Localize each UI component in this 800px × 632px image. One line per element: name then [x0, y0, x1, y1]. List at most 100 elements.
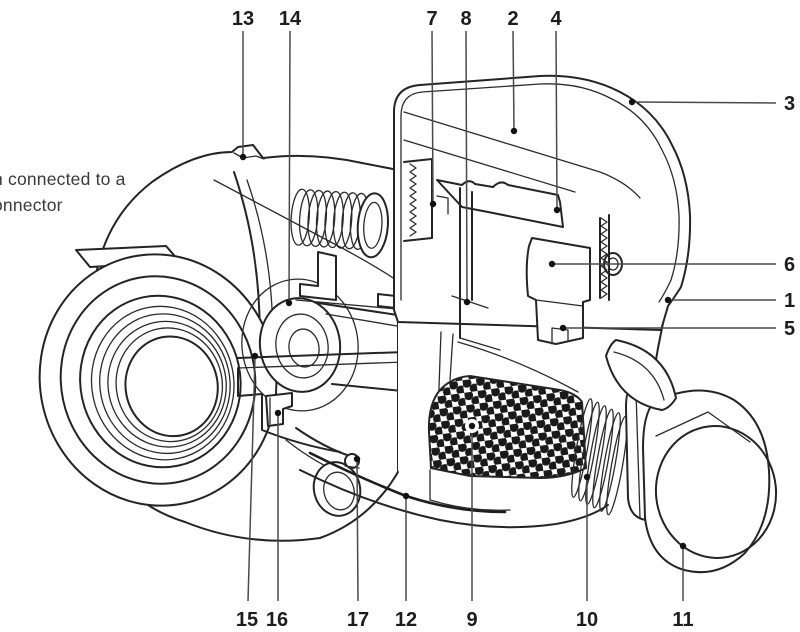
- leader-dot: [274, 409, 282, 417]
- housing-bottom-inner: [429, 469, 511, 511]
- drain-passage-upper: [295, 427, 351, 457]
- leader-dot: [553, 206, 561, 214]
- callout-8: 8: [460, 8, 472, 306]
- bore-opening-inner: [275, 313, 329, 379]
- spring-end-plate-inner: [363, 201, 383, 249]
- callout-3: 3: [628, 93, 795, 115]
- part-number-label: 17: [347, 609, 369, 631]
- leader-dot: [353, 455, 361, 463]
- part-number-label: 7: [426, 8, 437, 30]
- spring-coil: [315, 190, 336, 248]
- leader-dot: [463, 298, 471, 306]
- chamber-right-threads: [600, 217, 608, 299]
- part-number-label: 10: [576, 609, 598, 631]
- housing-ridge: [457, 341, 579, 393]
- spring-bracket-left: [299, 251, 337, 301]
- part-number-label: 3: [784, 93, 795, 115]
- callout-17: 17: [347, 455, 369, 631]
- bore-opening: [258, 297, 342, 393]
- part-number-label: 13: [232, 8, 254, 30]
- part-number-label: 9: [466, 609, 477, 631]
- thread-line: [578, 401, 600, 502]
- cap-inner-line: [400, 83, 680, 303]
- figure-note-line2: onnector: [0, 195, 63, 216]
- seat-bridge-hook: [436, 195, 449, 215]
- leader-line: [288, 30, 291, 302]
- cap-wall-section-top: [403, 111, 641, 199]
- leader-line: [512, 30, 515, 131]
- callout-11: 11: [672, 542, 694, 631]
- callout-7: 7: [426, 8, 438, 208]
- callout-14: 14: [279, 8, 302, 307]
- spring-coil: [307, 189, 328, 247]
- spring-coil: [332, 191, 353, 249]
- callout-1: 1: [664, 290, 795, 312]
- leader-dot: [510, 127, 518, 135]
- thread-line: [592, 408, 614, 509]
- chamber-left-threads: [409, 163, 417, 237]
- figure-note: n connected to a onnector: [0, 166, 126, 219]
- leader-dot: [679, 542, 687, 550]
- callout-10: 10: [576, 473, 598, 631]
- figure-note-line1: n connected to a: [0, 169, 126, 189]
- callout-9: 9: [465, 419, 479, 631]
- callout-4: 4: [550, 8, 562, 214]
- chamber-left-boss: [403, 158, 433, 242]
- inlet-thread-1: [90, 305, 235, 461]
- callout-12: 12: [395, 492, 417, 631]
- callout-15: 15: [236, 352, 259, 631]
- leader-dot: [251, 352, 259, 360]
- bore-boss-ring: [241, 278, 359, 412]
- retaining-clip: [265, 392, 293, 427]
- leader-line: [247, 357, 256, 602]
- hex-facet-lines: [655, 411, 751, 443]
- part-number-label: 12: [395, 609, 417, 631]
- part-number-label: 15: [236, 609, 258, 631]
- part-number-label: 2: [507, 8, 518, 30]
- leader-dot: [402, 492, 410, 500]
- spring-coils: [290, 188, 389, 259]
- strainer-screen-mesh: [427, 374, 588, 480]
- leader-line: [555, 30, 558, 209]
- body-shoulder-curve: [213, 179, 411, 291]
- strainer-assembly: [427, 374, 778, 574]
- chamber-right-wall: [599, 214, 610, 301]
- part-number-label: 5: [784, 318, 795, 340]
- inlet-face-edge: [79, 294, 242, 469]
- inlet-thread-3: [107, 320, 227, 448]
- bore-opening-core: [288, 328, 320, 368]
- body-wing-rib-inner: [613, 351, 665, 401]
- thread-line: [571, 398, 593, 498]
- strainer-hex-cap: [642, 389, 771, 574]
- callout-16: 16: [266, 409, 288, 631]
- inlet-bore-hole: [124, 335, 219, 438]
- leader-dot: [548, 260, 556, 268]
- leader-dot: [559, 324, 567, 332]
- leader-dot: [285, 299, 293, 307]
- spring-coil: [324, 190, 344, 249]
- inlet-boss-ring: [59, 275, 257, 485]
- part-number-label: 4: [550, 8, 562, 30]
- callout-6: 6: [548, 254, 795, 276]
- part-number-label: 16: [266, 609, 288, 631]
- trap-cap: [393, 74, 692, 411]
- inlet-thread-4: [115, 327, 224, 443]
- interior-details: [237, 278, 479, 517]
- part-number-label: 11: [672, 609, 693, 631]
- part-number-label: 14: [279, 8, 302, 30]
- part-number-label: 8: [460, 8, 471, 30]
- leader-dot: [583, 473, 591, 481]
- body-lug-edge: [233, 152, 265, 160]
- leader-dot: [628, 98, 636, 106]
- callout-13: 13: [232, 8, 254, 161]
- leader-dot: [664, 296, 672, 304]
- hex-cap-front-face: [654, 425, 778, 559]
- leader-line: [431, 30, 434, 203]
- spring-coil: [298, 189, 319, 247]
- thread-line: [599, 412, 621, 512]
- part-number-label: 1: [784, 290, 795, 312]
- inlet-thread-2: [99, 313, 231, 455]
